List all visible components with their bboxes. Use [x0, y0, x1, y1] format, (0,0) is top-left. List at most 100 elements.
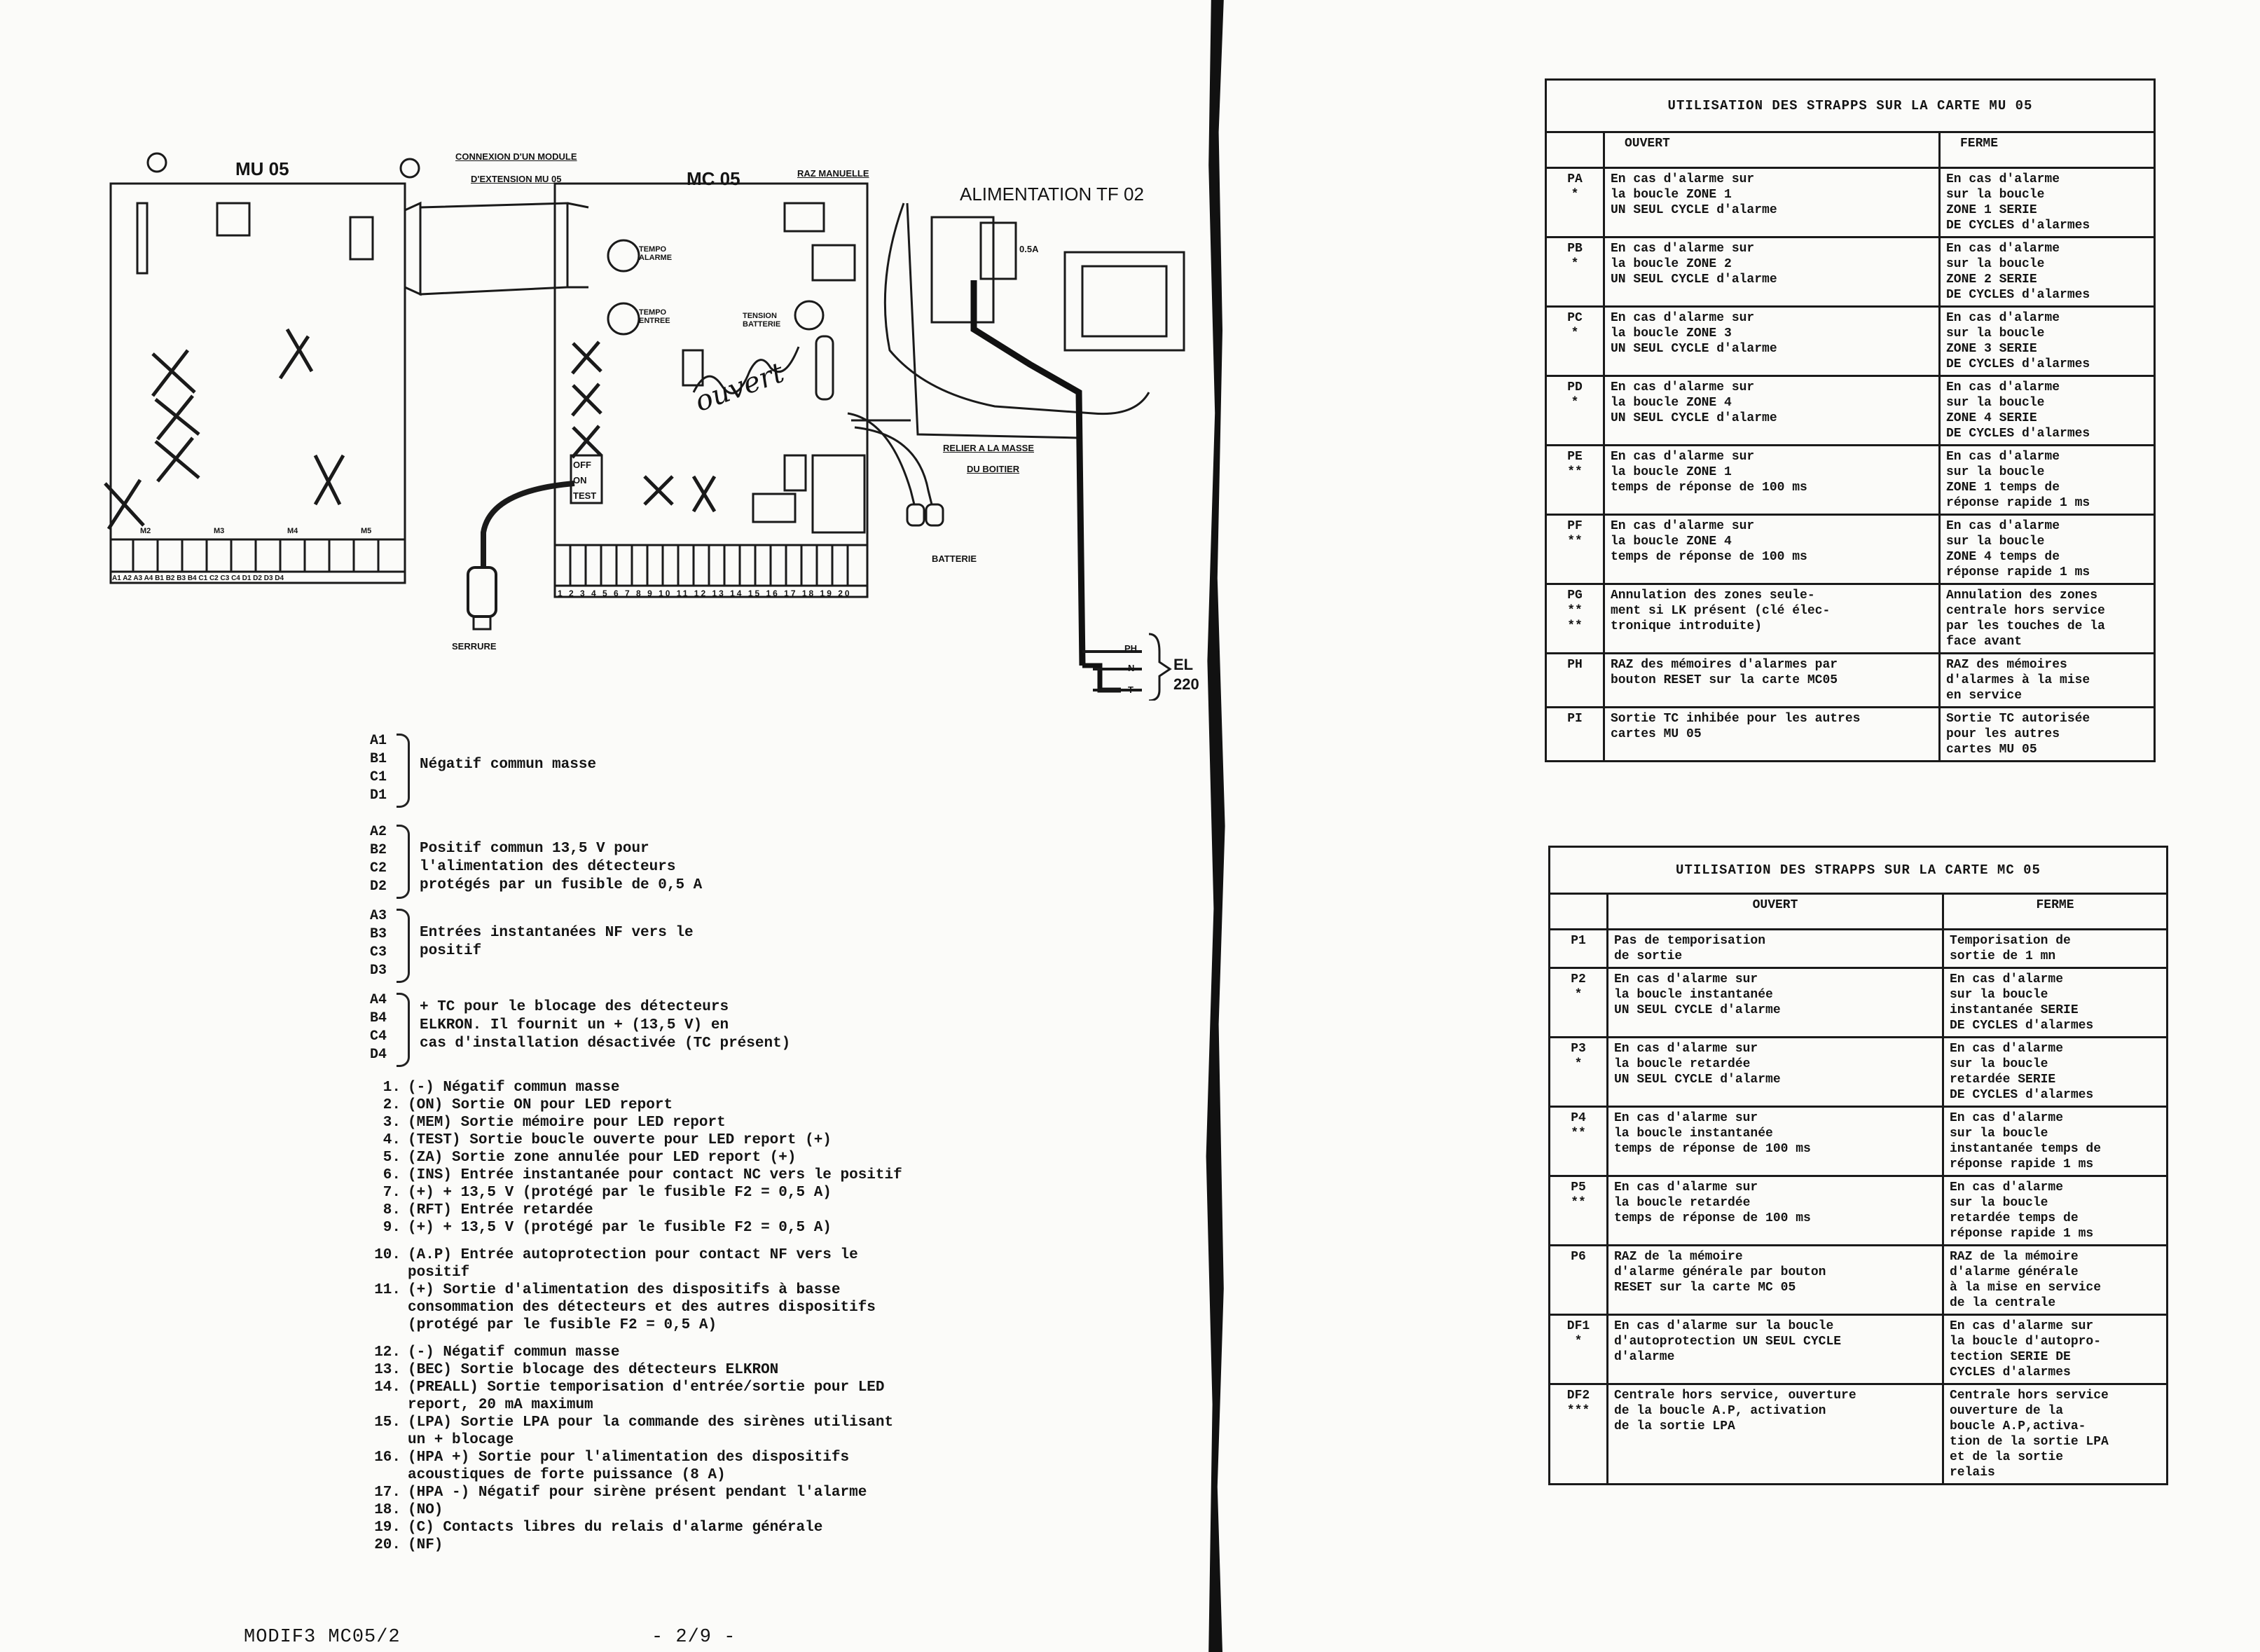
terminal-number: 11. [374, 1282, 401, 1298]
terminal-number: 14. [374, 1379, 401, 1396]
strap-closed-cell: Sortie TC autorisée pour les autres cart… [1938, 706, 2156, 762]
pin-id: B2 [370, 842, 387, 858]
raz-label: RAZ MANUELLE [797, 168, 869, 179]
extension-connector [404, 201, 422, 296]
pin-id: B4 [370, 1010, 387, 1026]
strap-closed-cell: En cas d'alarme sur la boucle ZONE 1 SER… [1938, 167, 2156, 238]
strap-open-cell: En cas d'alarme sur la boucle instantané… [1606, 1106, 1944, 1177]
switch-on-label: ON [573, 475, 587, 486]
serrure-label: SERRURE [452, 641, 497, 652]
table-row: PB *En cas d'alarme sur la boucle ZONE 2… [1545, 236, 2156, 308]
table-row: P2 * En cas d'alarme sur la boucle instan… [1548, 967, 2168, 1038]
closed-header: FERME [1942, 893, 2168, 930]
terminal-item: 7.(+) + 13,5 V (protégé par le fusible F… [364, 1184, 995, 1202]
pin-id: B3 [370, 926, 387, 942]
terminal-number: 16. [374, 1450, 401, 1466]
strap-open-cell: En cas d'alarme sur la boucle ZONE 1 tem… [1603, 444, 1941, 516]
terminal-description: (C) Contacts libres du relais d'alarme g… [408, 1520, 823, 1536]
strap-closed-cell: En cas d'alarme sur la boucle instantané… [1942, 967, 2168, 1038]
pin-id: D3 [370, 963, 387, 979]
strap-closed-cell: En cas d'alarme sur la boucle ZONE 3 SER… [1938, 305, 2156, 377]
strap-code-cell: PD * [1545, 375, 1605, 446]
strap-open-cell: RAZ de la mémoire d'alarme générale par … [1606, 1244, 1944, 1316]
terminal-number: 5. [383, 1150, 401, 1166]
pin-id: C3 [370, 944, 387, 961]
psu-block [930, 216, 995, 324]
brace [397, 825, 410, 899]
strap-open-cell: En cas d'alarme sur la boucle ZONE 2 UN … [1603, 236, 1941, 308]
terminal-description: (INS) Entrée instantanée pour contact NC… [408, 1167, 902, 1183]
table-row: PD *En cas d'alarme sur la boucle ZONE 4… [1545, 375, 2156, 446]
mu05-terminal-labels: A1 A2 A3 A4 B1 B2 B3 B4 C1 C2 C3 C4 D1 D… [112, 574, 284, 582]
strap-code-cell: P2 * [1548, 967, 1608, 1038]
legend-text: Positif commun 13,5 V pour l'alimentatio… [420, 841, 703, 893]
terminal-description: (ON) Sortie ON pour LED report [408, 1097, 673, 1113]
terminal-description: (RFT) Entrée retardée [408, 1202, 593, 1218]
terminal-item: 19.(C) Contacts libres du relais d'alarm… [364, 1519, 995, 1536]
pin-id: B1 [370, 751, 387, 767]
strap-open-cell: En cas d'alarme sur la boucle ZONE 1 UN … [1603, 167, 1941, 238]
strap-open-cell: En cas d'alarme sur la boucle retardée t… [1606, 1175, 1944, 1246]
pin-id: C2 [370, 860, 387, 876]
legend-text: Négatif commun masse [420, 757, 597, 773]
strap-closed-cell: Centrale hors service ouverture de la bo… [1942, 1383, 2168, 1485]
terminal-description: (-) Négatif commun masse [408, 1080, 620, 1096]
strap-code-cell: PC * [1545, 305, 1605, 377]
terminal-number: 13. [374, 1362, 401, 1378]
terminal-item: 14.(PREALL) Sortie temporisation d'entré… [364, 1379, 995, 1414]
terminal-description: (HPA +) Sortie pour l'alimentation des d… [408, 1450, 850, 1483]
table-row: PG ** **Annulation des zones seule- ment… [1545, 583, 2156, 654]
relier-label-2: DU BOITIER [967, 464, 1020, 474]
terminal-number: 4. [383, 1132, 401, 1148]
terminal-item: 12.(-) Négatif commun masse [364, 1344, 995, 1361]
terminal-description: (LPA) Sortie LPA pour la commande des si… [408, 1414, 894, 1448]
connexion-label-1: CONNEXION D'UN MODULE [455, 151, 577, 162]
strap-closed-cell: Temporisation de sortie de 1 mn [1942, 928, 2168, 969]
table-row: PE **En cas d'alarme sur la boucle ZONE … [1545, 444, 2156, 516]
pin-id: C4 [370, 1028, 387, 1045]
terminal-item: 10.(A.P) Entrée autoprotection pour cont… [364, 1246, 995, 1281]
fuse-label: 0.5A [1019, 244, 1039, 254]
mu05-module-m2: M2 [140, 527, 151, 535]
strap-open-cell: RAZ des mémoires d'alarmes par bouton RE… [1603, 652, 1941, 708]
terminal-number: 7. [383, 1185, 401, 1201]
terminal-item: 6.(INS) Entrée instantanée pour contact … [364, 1166, 995, 1184]
terminal-description: (+) Sortie d'alimentation des dispositif… [408, 1282, 876, 1333]
strap-table-mc05: UTILISATION DES STRAPPS SUR LA CARTE MC … [1548, 846, 2168, 1485]
terminal-description: (A.P) Entrée autoprotection pour contact… [408, 1247, 858, 1281]
terminal-item: 11. (+) Sortie d'alimentation des disposi… [364, 1281, 995, 1334]
table-row: PA *En cas d'alarme sur la boucle ZONE 1… [1545, 167, 2156, 238]
pin-id: D2 [370, 879, 387, 895]
strap-open-cell: En cas d'alarme sur la boucle d'autoprot… [1606, 1314, 1944, 1385]
terminal-item: 3.(MEM) Sortie mémoire pour LED report [364, 1114, 995, 1131]
pin-id: D1 [370, 787, 387, 804]
mains-pin-t: T [1128, 684, 1134, 695]
relier-label-1: RELIER A LA MASSE [943, 443, 1035, 453]
wiring-diagram [104, 152, 1185, 701]
strap-code-cell: DF1 * [1548, 1314, 1608, 1385]
legend-text: Entrées instantanées NF vers le positif [420, 925, 694, 959]
table-caption: UTILISATION DES STRAPPS SUR LA CARTE MU … [1545, 78, 2156, 133]
batterie-label: BATTERIE [932, 553, 977, 564]
mu05-module-m5: M5 [361, 527, 372, 535]
strap-open-cell: En cas d'alarme sur la boucle ZONE 4 tem… [1603, 514, 1941, 585]
legend-text: + TC pour le blocage des détecteurs ELKR… [420, 999, 791, 1052]
terminal-description: (ZA) Sortie zone annulée pour LED report… [408, 1150, 797, 1166]
table-caption: UTILISATION DES STRAPPS SUR LA CARTE MC … [1548, 846, 2168, 895]
strap-code-cell: PF ** [1545, 514, 1605, 585]
mu05-module-m4: M4 [287, 527, 298, 535]
strap-code-cell: P1 [1548, 928, 1608, 969]
strap-code-cell: DF2 *** [1548, 1383, 1608, 1485]
strap-code-cell: PI [1545, 706, 1605, 762]
strap-code-cell: P3 * [1548, 1036, 1608, 1108]
strap-code-cell: P4 ** [1548, 1106, 1608, 1177]
pin-id: D4 [370, 1047, 387, 1063]
terminal-item: 18.(NO) [364, 1501, 995, 1519]
brace [397, 993, 410, 1067]
strap-code-cell: PB * [1545, 236, 1605, 308]
